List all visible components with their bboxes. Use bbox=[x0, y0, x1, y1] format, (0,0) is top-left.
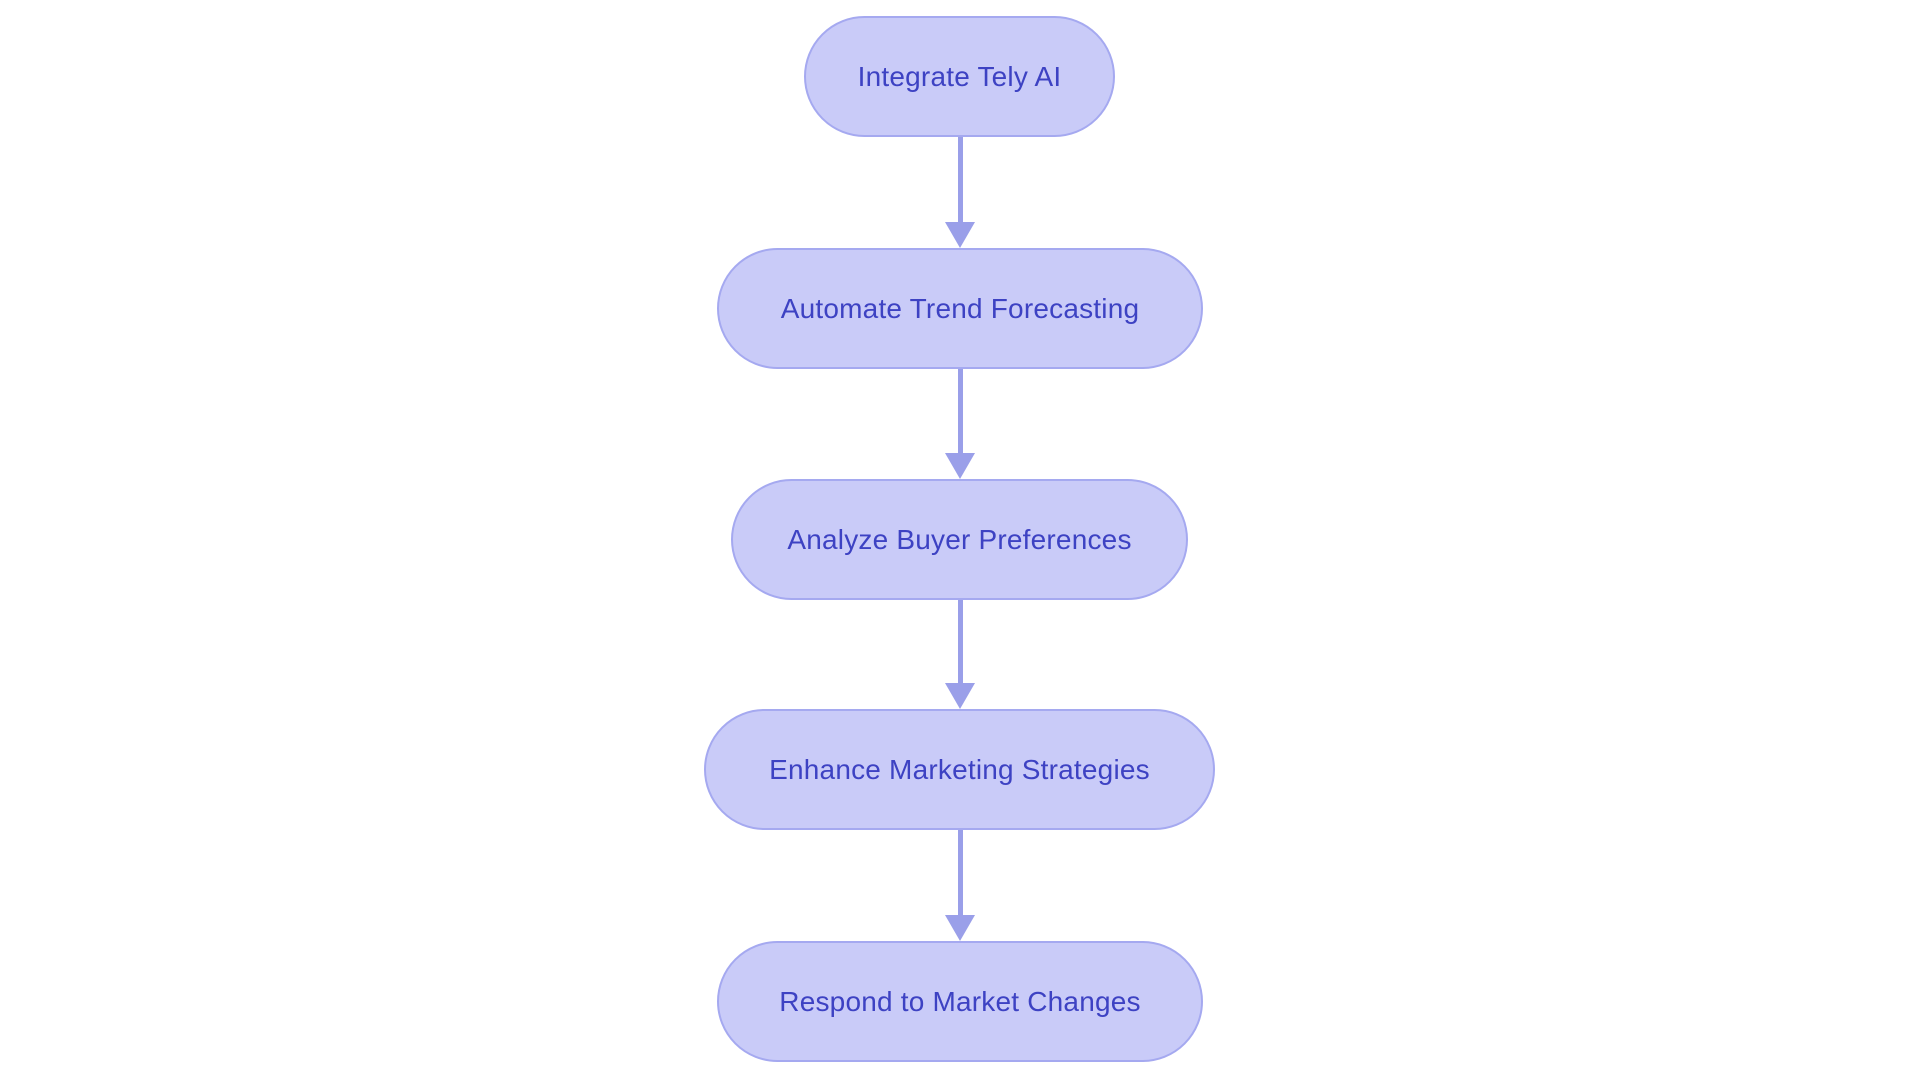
arrow-down-icon bbox=[945, 369, 975, 479]
flow-node-label: Integrate Tely AI bbox=[857, 60, 1062, 92]
arrow-shaft bbox=[957, 369, 963, 453]
arrowhead-icon bbox=[945, 453, 975, 479]
arrow-shaft bbox=[957, 830, 963, 915]
arrow-shaft bbox=[957, 137, 963, 222]
arrow-shaft bbox=[957, 600, 963, 683]
arrow-down-icon bbox=[945, 137, 975, 248]
arrowhead-icon bbox=[945, 683, 975, 709]
flow-node-label: Analyze Buyer Preferences bbox=[787, 523, 1132, 555]
flow-node-label: Automate Trend Forecasting bbox=[780, 292, 1140, 324]
arrow-down-icon bbox=[945, 830, 975, 941]
flow-node-analyze-buyer-preferences: Analyze Buyer Preferences bbox=[731, 479, 1188, 600]
arrow-down-icon bbox=[945, 600, 975, 709]
flow-node-integrate-tely-ai: Integrate Tely AI bbox=[804, 16, 1115, 137]
flow-node-respond-to-market-changes: Respond to Market Changes bbox=[717, 941, 1203, 1062]
flow-node-enhance-marketing-strategies: Enhance Marketing Strategies bbox=[704, 709, 1215, 830]
flow-node-label: Enhance Marketing Strategies bbox=[769, 753, 1150, 785]
flow-node-label: Respond to Market Changes bbox=[779, 985, 1141, 1017]
flow-node-automate-trend-forecasting: Automate Trend Forecasting bbox=[717, 248, 1203, 369]
arrowhead-icon bbox=[945, 222, 975, 248]
arrowhead-icon bbox=[945, 915, 975, 941]
